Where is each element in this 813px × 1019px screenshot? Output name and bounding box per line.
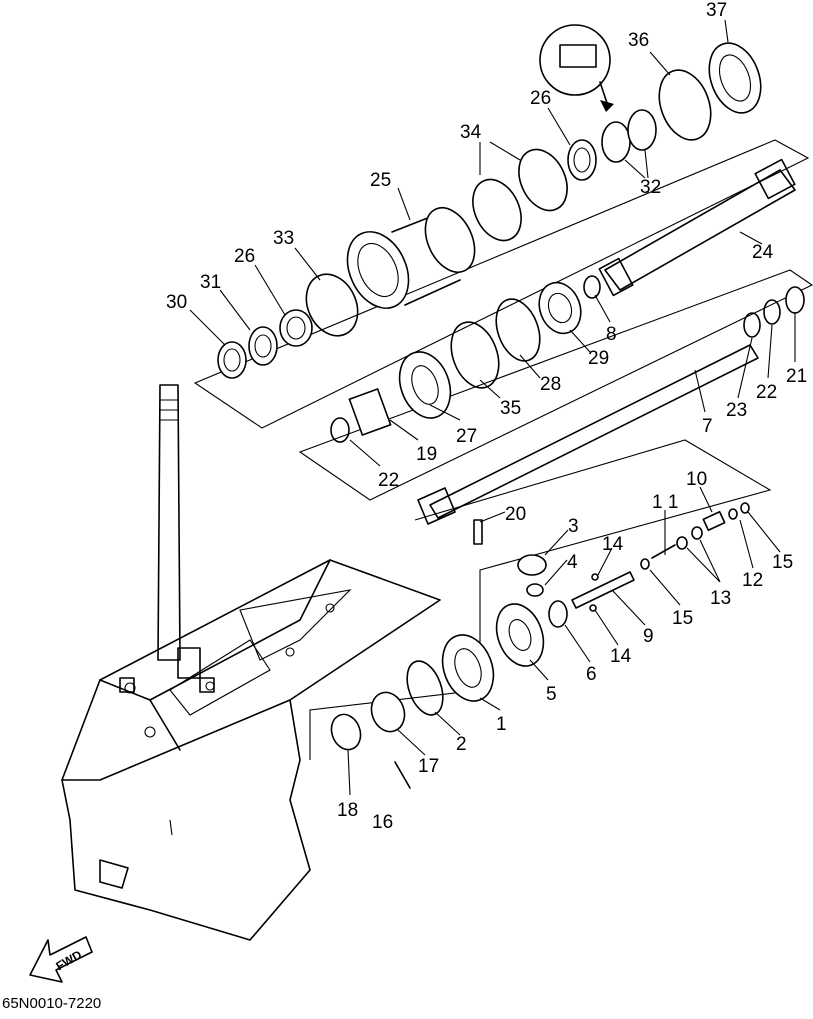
o-rings-34 bbox=[472, 148, 568, 242]
callout-17: 17 bbox=[418, 756, 439, 777]
part-code: 65N0010-7220 bbox=[2, 995, 101, 1012]
callout-30: 30 bbox=[166, 292, 187, 313]
callout-26: 26 bbox=[530, 88, 551, 109]
callout-14-lower: 14 bbox=[610, 646, 632, 667]
callout-14: 14 bbox=[602, 534, 624, 555]
callout-15-right: 15 bbox=[772, 552, 793, 573]
callout-18: 18 bbox=[337, 800, 358, 821]
callout-37: 37 bbox=[706, 0, 727, 21]
callout-13: 13 bbox=[710, 588, 731, 609]
callout-34: 34 bbox=[460, 122, 482, 143]
lower-casing bbox=[61, 559, 441, 941]
washers-13 bbox=[676, 526, 703, 550]
o-ring-33 bbox=[305, 273, 359, 337]
callout-2: 2 bbox=[456, 734, 467, 755]
callout-5: 5 bbox=[546, 684, 557, 705]
leader-lines bbox=[189, 19, 796, 796]
fwd-arrow-icon: FWD bbox=[29, 936, 93, 983]
spring-18 bbox=[330, 713, 362, 751]
forward-gear-5 bbox=[495, 603, 545, 667]
propeller-shaft-24 bbox=[598, 158, 796, 297]
shim-28 bbox=[495, 298, 541, 362]
nut-4 bbox=[526, 583, 544, 597]
o-ring-35 bbox=[450, 321, 500, 389]
callout-31: 31 bbox=[200, 272, 221, 293]
washer-8 bbox=[583, 275, 601, 299]
callout-22: 22 bbox=[378, 470, 399, 491]
callout-33: 33 bbox=[273, 228, 294, 249]
pin-11 bbox=[651, 544, 676, 559]
circlip-22-right bbox=[763, 299, 781, 325]
callout-36: 36 bbox=[628, 30, 649, 51]
callout-6: 6 bbox=[586, 664, 597, 685]
shift-plunger-9 bbox=[571, 571, 635, 609]
callout-26-lower: 26 bbox=[234, 246, 255, 267]
upper-assembly-bracket bbox=[193, 139, 810, 429]
middle-assembly-bracket bbox=[298, 269, 813, 501]
reverse-gear-27 bbox=[398, 351, 452, 419]
dog-clutch-19 bbox=[348, 387, 392, 437]
bushing-17 bbox=[370, 691, 406, 733]
callout-7: 7 bbox=[702, 416, 713, 437]
pin-12 bbox=[728, 508, 738, 520]
callout-4: 4 bbox=[567, 552, 578, 573]
pin-20 bbox=[473, 519, 483, 545]
washer-31 bbox=[248, 326, 278, 366]
callout-11: 1 1 bbox=[652, 492, 678, 513]
bearing-housing-25 bbox=[346, 207, 476, 309]
callout-28: 28 bbox=[540, 374, 561, 395]
callout-29: 29 bbox=[588, 348, 609, 369]
callout-labels: 37 36 26 34 32 25 24 33 26 31 30 8 29 28… bbox=[166, 0, 807, 833]
callout-10: 10 bbox=[686, 469, 707, 490]
pin-16 bbox=[394, 761, 411, 789]
callout-22-right: 22 bbox=[756, 382, 777, 403]
circlip-22-left bbox=[330, 417, 350, 443]
ball-bearing-29 bbox=[538, 281, 582, 335]
callout-19: 19 bbox=[416, 444, 437, 465]
callout-16: 16 bbox=[372, 812, 393, 833]
needle-bearing-26-upper bbox=[567, 139, 597, 181]
callout-20: 20 bbox=[505, 504, 526, 525]
drive-shaft bbox=[119, 384, 215, 693]
callout-15: 15 bbox=[672, 608, 693, 629]
needle-bearing-26-lower bbox=[279, 309, 313, 347]
seal-detail-inset bbox=[539, 24, 614, 112]
callout-12: 12 bbox=[742, 570, 763, 591]
callout-24: 24 bbox=[752, 242, 774, 263]
callout-35: 35 bbox=[500, 398, 521, 419]
taper-bearing-1 bbox=[441, 634, 495, 702]
callout-23: 23 bbox=[726, 400, 747, 421]
oil-seals-32 bbox=[601, 109, 657, 163]
bushing-21 bbox=[785, 286, 805, 314]
shift-shaft-7 bbox=[417, 344, 759, 525]
shim-6 bbox=[548, 600, 568, 628]
pins-14 bbox=[589, 573, 599, 612]
ring-nut-36 bbox=[658, 69, 712, 141]
callout-8: 8 bbox=[606, 324, 617, 345]
shim-23 bbox=[743, 312, 761, 338]
shim-2 bbox=[406, 660, 444, 716]
bearing-30 bbox=[217, 341, 247, 379]
callout-27: 27 bbox=[456, 426, 477, 447]
callout-1: 1 bbox=[496, 714, 507, 735]
callout-32: 32 bbox=[640, 177, 661, 198]
circlips-15 bbox=[640, 502, 750, 570]
callout-3: 3 bbox=[568, 516, 579, 537]
callout-9: 9 bbox=[643, 626, 654, 647]
spring-10 bbox=[702, 510, 726, 532]
pinion-gear-3 bbox=[517, 554, 547, 576]
lower-assembly-bracket bbox=[309, 439, 772, 760]
callout-21: 21 bbox=[786, 366, 807, 387]
ring-nut-37 bbox=[708, 42, 762, 114]
callout-25: 25 bbox=[370, 170, 391, 191]
